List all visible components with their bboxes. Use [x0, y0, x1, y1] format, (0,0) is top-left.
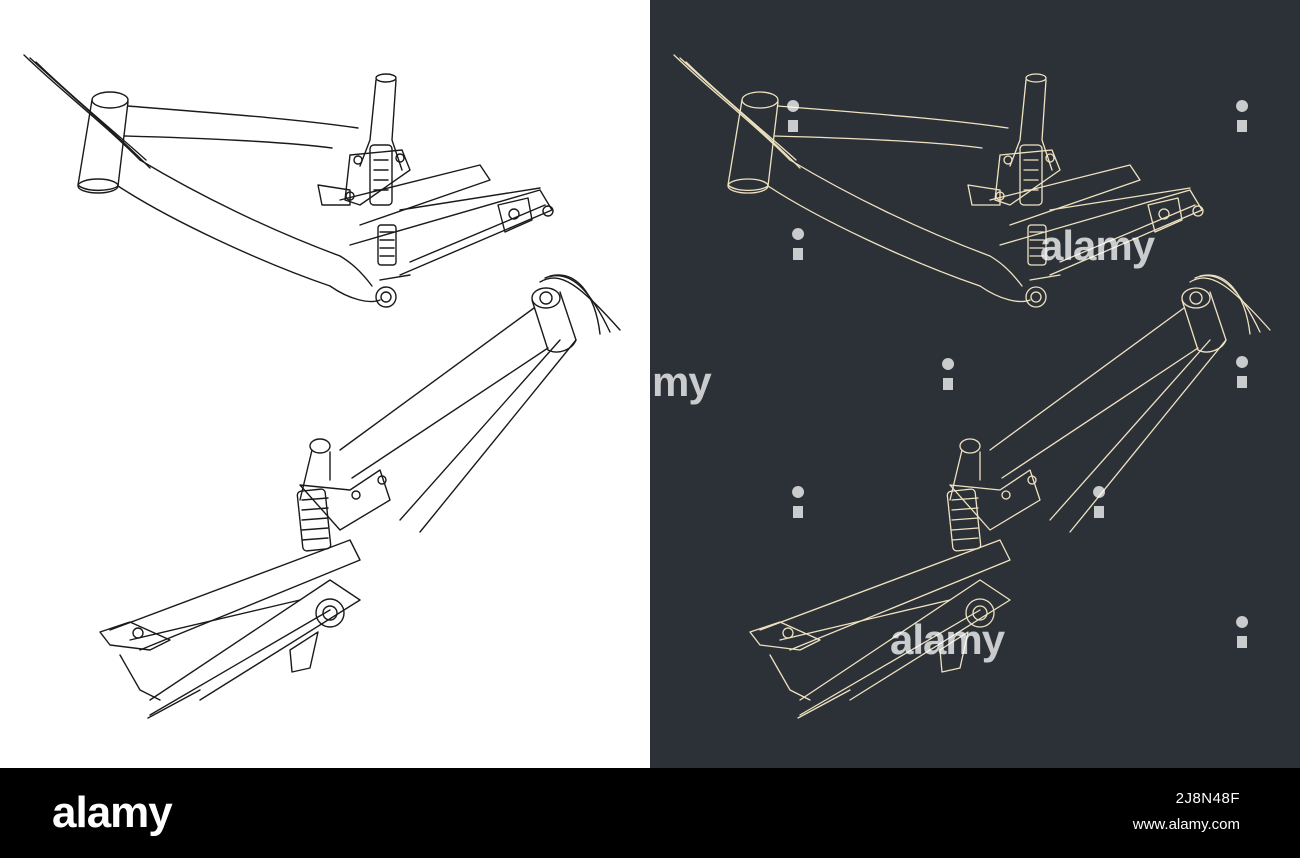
- dark-frame-drawings: [673, 54, 1271, 719]
- watermark-text-partial: my: [652, 358, 712, 405]
- watermark-mark-icon: [792, 228, 805, 260]
- frame-isometric-top-dark: [673, 54, 1204, 308]
- frame-isometric-bottom: [99, 274, 621, 719]
- watermark-mark-icon: [1236, 356, 1249, 388]
- footer-bar: alamy 2J8N48F www.alamy.com: [0, 768, 1300, 858]
- dark-blueprint-panel: alamy alamy my: [650, 0, 1300, 768]
- watermark-mark-icon: [787, 100, 800, 132]
- watermark-mark-icon: [942, 358, 955, 390]
- light-blueprint-panel: [0, 0, 650, 768]
- light-frame-drawings: [23, 54, 621, 719]
- watermark-mark-icon: [1236, 616, 1249, 648]
- watermark-mark-icon: [1093, 486, 1106, 518]
- image-id: 2J8N48F: [1175, 790, 1240, 807]
- watermark-mark-icon: [792, 486, 805, 518]
- frame-isometric-bottom-dark: [749, 274, 1271, 719]
- frame-isometric-top: [23, 54, 554, 308]
- watermark-text: alamy: [1040, 222, 1155, 269]
- brand-logo: alamy: [52, 788, 173, 837]
- watermark-icons: [787, 100, 1249, 648]
- site-url: www.alamy.com: [1132, 816, 1240, 833]
- watermark-mark-icon: [1236, 100, 1249, 132]
- watermark-text: alamy: [890, 616, 1005, 663]
